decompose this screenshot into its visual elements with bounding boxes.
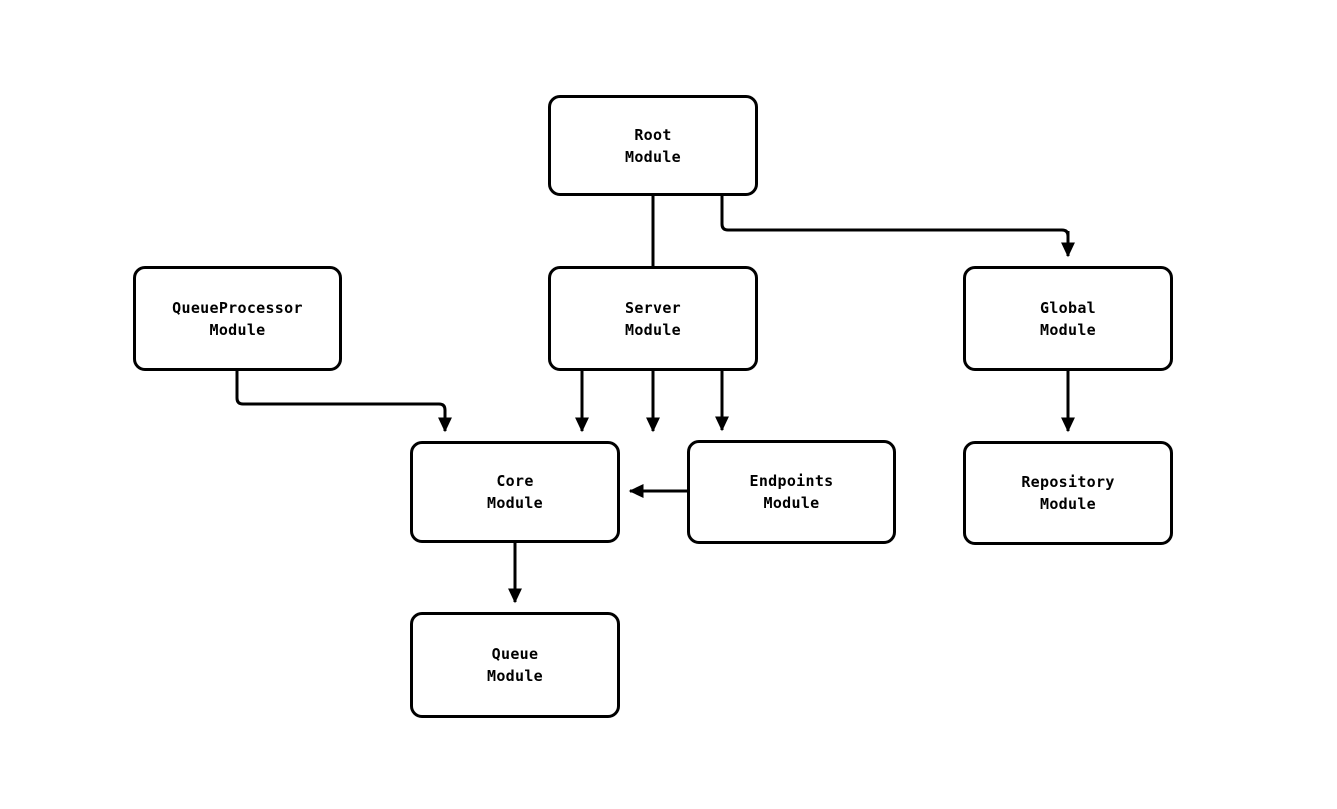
node-queue-module-line1: Queue	[491, 645, 539, 663]
node-server-module-line1: Server	[625, 298, 681, 317]
node-server-module-line2: Module	[625, 320, 681, 339]
node-core-module-line1: Core	[496, 472, 534, 490]
node-core-module-line2: Module	[487, 494, 543, 512]
node-queue-module[interactable]: Queue Module	[410, 612, 620, 718]
node-root-module-line1: Root	[634, 125, 672, 144]
node-core-module[interactable]: Core Module	[410, 441, 620, 543]
node-endpoints-module[interactable]: Endpoints Module	[687, 440, 896, 544]
edge-root-global	[720, 196, 1068, 256]
node-root-module[interactable]: Root Module	[548, 95, 758, 196]
edge-queueprocessor-core	[235, 371, 453, 433]
node-endpoints-module-line1: Endpoints	[749, 472, 834, 490]
node-global-module[interactable]: Global Module	[963, 266, 1173, 371]
node-queueprocessor-module-line2: Module	[209, 320, 266, 339]
node-global-module-line1: Global	[1040, 298, 1096, 317]
node-queue-module-line2: Module	[487, 667, 543, 685]
node-queueprocessor-module[interactable]: QueueProcessor Module	[133, 266, 342, 371]
node-repository-module-line1: Repository	[1021, 473, 1115, 491]
node-server-module[interactable]: Server Module	[548, 266, 758, 371]
node-global-module-line2: Module	[1040, 320, 1096, 339]
node-endpoints-module-line2: Module	[763, 494, 820, 512]
node-repository-module[interactable]: Repository Module	[963, 441, 1173, 545]
node-repository-module-line2: Module	[1040, 495, 1096, 513]
node-root-module-line2: Module	[625, 147, 681, 166]
node-queueprocessor-module-line1: QueueProcessor	[172, 298, 303, 317]
